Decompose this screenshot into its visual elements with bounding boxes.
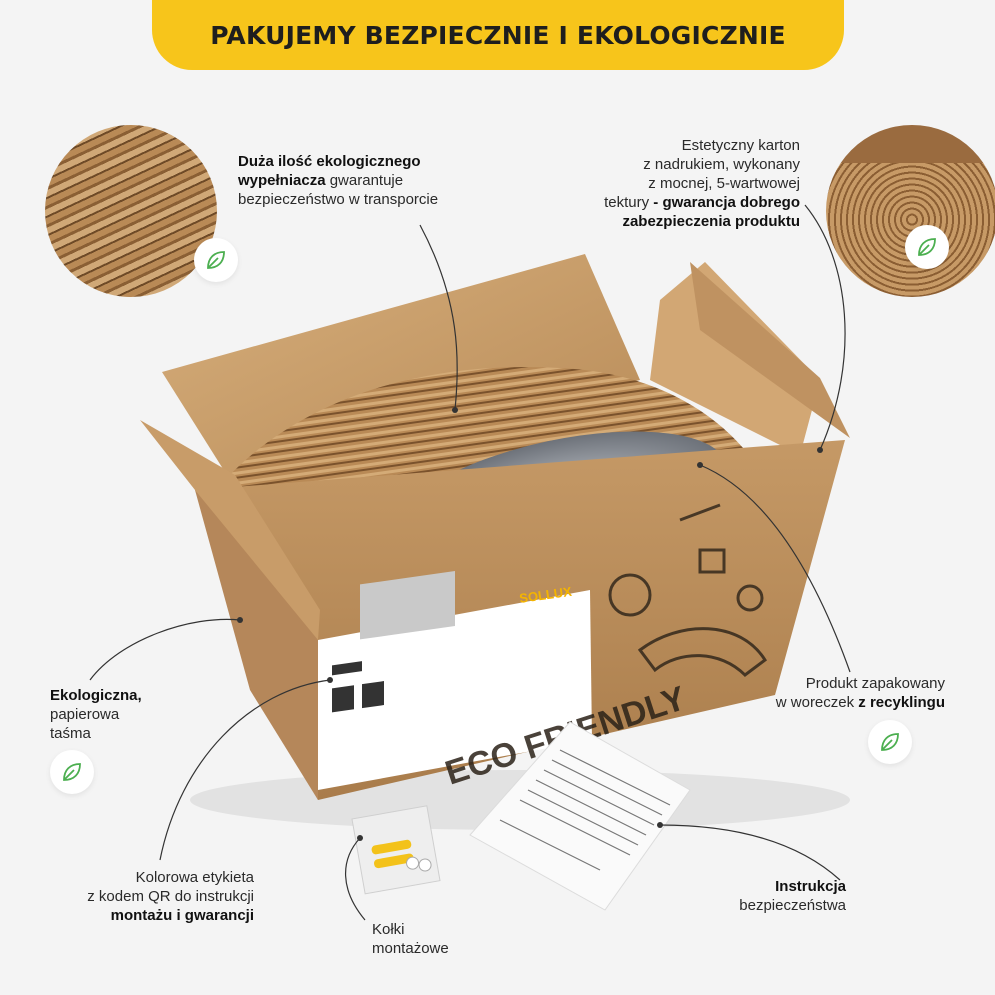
callout-box: Estetyczny karton z nadrukiem, wykonany … bbox=[560, 136, 800, 231]
connector-dot bbox=[697, 462, 703, 468]
connector-dot bbox=[817, 447, 823, 453]
qr-code-icon bbox=[362, 681, 384, 709]
callout-plugs-line1: Kołki bbox=[372, 921, 405, 938]
box-side bbox=[195, 490, 318, 800]
connector-dot bbox=[357, 835, 363, 841]
connector-plugs bbox=[345, 837, 366, 921]
back-right-flap bbox=[690, 262, 850, 438]
leaf-icon bbox=[881, 733, 899, 751]
callout-label-line1: Kolorowa etykieta bbox=[135, 869, 254, 886]
callout-filler-text: gwarantuje bezpieczeństwo w transporcie bbox=[238, 172, 439, 208]
instruction-leaflet bbox=[469, 721, 691, 911]
callout-tape-line2: papierowa bbox=[50, 706, 120, 723]
connector-dot bbox=[452, 407, 458, 413]
connector-tape bbox=[89, 618, 241, 681]
callout-box-line4: tektury bbox=[604, 194, 654, 211]
label-code-bar bbox=[332, 661, 362, 676]
product-photo bbox=[360, 571, 455, 640]
connector-bag bbox=[699, 464, 851, 673]
product-label bbox=[318, 590, 592, 790]
callout-plugs: Kołki montażowe bbox=[372, 920, 492, 958]
callout-bag-line2: w woreczek bbox=[775, 694, 859, 711]
connector-dot bbox=[327, 677, 333, 683]
callout-box-bold1: - gwarancja dobrego bbox=[653, 194, 800, 211]
callout-plugs-line2: montażowe bbox=[372, 940, 449, 957]
callout-filler: Duża ilość ekologicznego wypełniacza gwa… bbox=[238, 152, 488, 209]
header-banner: PAKUJEMY BEZPIECZNIE I EKOLOGICZNIE bbox=[152, 0, 844, 70]
eco-badge bbox=[50, 750, 94, 794]
box-top-edge bbox=[140, 420, 320, 640]
callout-label-bold: montażu i gwarancji bbox=[110, 907, 254, 924]
eco-badge bbox=[868, 720, 912, 764]
callout-bag: Produkt zapakowany w woreczek z recyklin… bbox=[705, 674, 945, 712]
connector-manual bbox=[659, 824, 841, 881]
box-doodles bbox=[608, 503, 768, 677]
callout-bag-bold: z recyklingu bbox=[858, 694, 945, 711]
callout-label-line2: z kodem QR do instrukcji bbox=[87, 888, 254, 905]
brand-logo: SOLLUX bbox=[518, 584, 573, 606]
connector-label bbox=[159, 679, 331, 861]
eco-badge bbox=[905, 225, 949, 269]
callout-box-line1: Estetyczny karton bbox=[681, 137, 800, 154]
connector-dot bbox=[657, 822, 663, 828]
callout-filler-bold: Duża ilość ekologicznego wypełniacza bbox=[238, 153, 421, 189]
label-code: 0882 bbox=[335, 718, 352, 727]
right-flap bbox=[650, 262, 820, 455]
callout-box-line3: z mocnej, 5-wartwowej bbox=[648, 175, 800, 192]
filler-detail-photo bbox=[45, 125, 217, 297]
connector-filler bbox=[419, 224, 458, 411]
connector-dot bbox=[237, 617, 243, 623]
leaf-icon bbox=[918, 238, 936, 256]
eco-badge bbox=[194, 238, 238, 282]
page-title: PAKUJEMY BEZPIECZNIE I EKOLOGICZNIE bbox=[210, 20, 786, 50]
qr-code-icon bbox=[332, 685, 354, 713]
callout-tape-bold: Ekologiczna, bbox=[50, 687, 142, 704]
mounting-plugs bbox=[351, 805, 441, 895]
leaf-icon bbox=[207, 251, 225, 269]
cardboard-detail-photo bbox=[826, 125, 995, 297]
callout-tape: Ekologiczna, papierowa taśma bbox=[50, 686, 190, 743]
callout-bag-line1: Produkt zapakowany bbox=[805, 675, 945, 692]
left-flap bbox=[162, 254, 640, 480]
callout-manual: Instrukcja bezpieczeństwa bbox=[700, 877, 846, 915]
callout-tape-line3: taśma bbox=[50, 725, 91, 742]
leaf-icon bbox=[63, 763, 81, 781]
connector-box bbox=[804, 204, 846, 451]
callout-box-bold2: zabezpieczenia produktu bbox=[622, 213, 800, 230]
callout-manual-line2: bezpieczeństwa bbox=[739, 897, 846, 914]
callout-manual-bold: Instrukcja bbox=[775, 878, 846, 895]
callout-label: Kolorowa etykieta z kodem QR do instrukc… bbox=[18, 868, 254, 925]
callout-box-line2: z nadrukiem, wykonany bbox=[643, 156, 800, 173]
